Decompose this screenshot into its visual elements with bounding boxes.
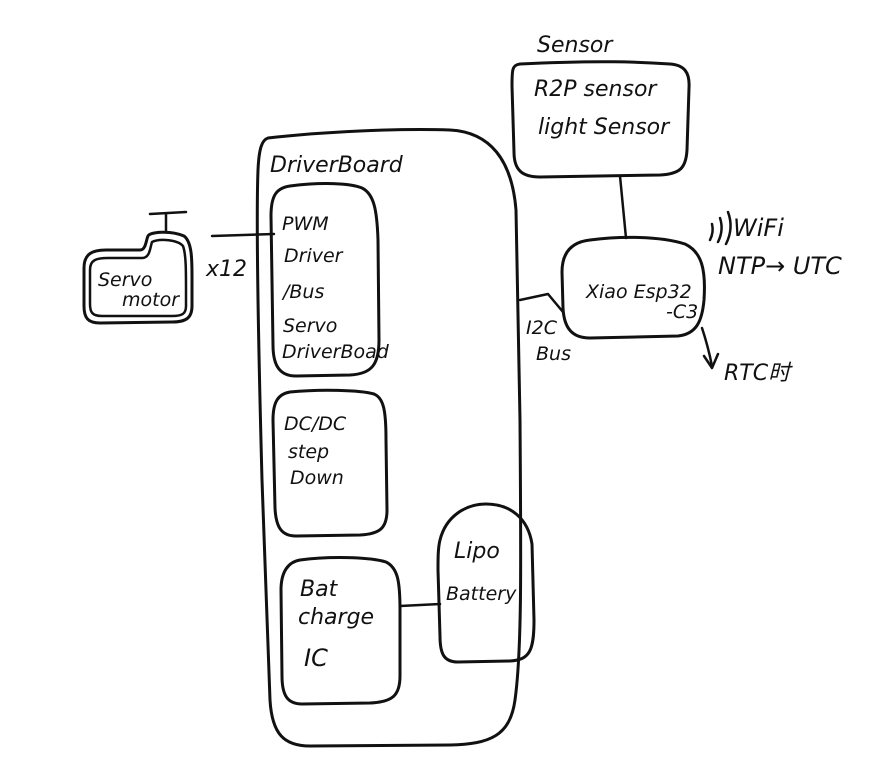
servo-multiplier-label: x12 [205, 257, 247, 282]
lipo-label-line1: Lipo [454, 539, 500, 564]
dcdc-stepdown-box [271, 388, 389, 538]
dcdc-label-line2: step [288, 441, 329, 463]
servo-motor-icon [82, 210, 194, 325]
i2c-bus-link [518, 292, 565, 314]
pwm-driver-box [269, 182, 381, 378]
pwm-label-line3: /Bus [281, 281, 324, 303]
pwm-label-line2: Driver [284, 245, 344, 267]
sensor-item-r2p: R2P sensor [534, 77, 658, 102]
driver-board-outline [255, 127, 523, 748]
driver-board-title: DriverBoard [270, 153, 404, 178]
servo-label-line2: motor [122, 289, 180, 311]
servo-label-line1: Servo [98, 269, 152, 291]
xiao-esp32-box [560, 235, 706, 340]
i2c-label-line1: I2C [526, 317, 558, 339]
sensor-title: Sensor [537, 33, 614, 58]
rtc-arrow [700, 326, 714, 368]
lipo-battery-box [436, 502, 536, 664]
xiao-label-line2: -C3 [666, 301, 698, 323]
rtc-label: RTC时 [724, 361, 793, 386]
pwm-label-line5: DriverBoad [282, 341, 390, 363]
wifi-label: WiFi [733, 214, 784, 242]
bat-charge-ic-box [279, 556, 402, 706]
pwm-label-line1: PWM [282, 213, 329, 235]
sensor-xiao-link [618, 174, 628, 240]
lipo-label-line2: Battery [446, 583, 517, 605]
wifi-icon [708, 210, 732, 246]
dcdc-label-line1: DC/DC [284, 413, 347, 435]
xiao-label-line1: Xiao Esp32 [585, 281, 692, 303]
bat-label-line3: IC [304, 644, 328, 672]
bat-label-line2: charge [298, 605, 374, 630]
rtc-arrowhead [702, 352, 720, 370]
servo-pwm-link [210, 232, 276, 238]
sensor-box [510, 60, 691, 179]
bat-label-line1: Bat [300, 577, 339, 602]
pwm-label-line4: Servo [283, 315, 337, 337]
sensor-item-light: light Sensor [538, 115, 671, 140]
ntp-utc-label: NTP→ UTC [718, 252, 842, 280]
charge-lipo-link [398, 602, 442, 608]
i2c-label-line2: Bus [536, 343, 571, 365]
dcdc-label-line3: Down [290, 467, 344, 489]
